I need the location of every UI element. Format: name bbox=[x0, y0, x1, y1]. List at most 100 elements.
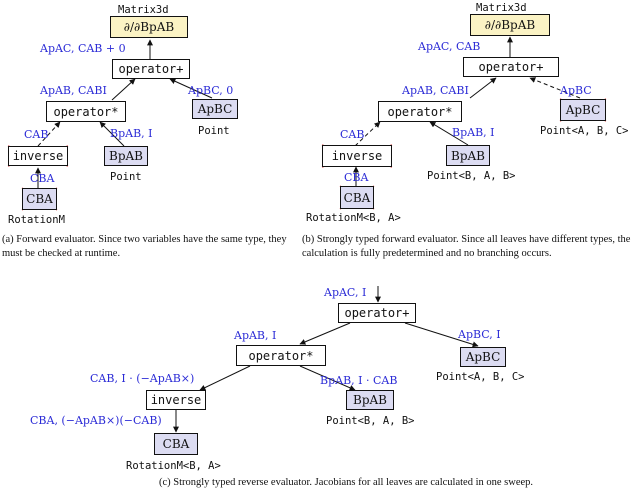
edge-b-pointab-mul bbox=[429, 121, 469, 146]
b-label-point-ab-text: BpAB, I bbox=[452, 126, 495, 139]
b-rotation-label: RotationM<B, A> bbox=[306, 212, 401, 224]
a-label-rot: CBA bbox=[30, 172, 54, 185]
a-point-ab-box: BpAB bbox=[104, 146, 148, 166]
c-label-point-bc-text: ApBC, I bbox=[458, 328, 501, 341]
c-label-inverse-text: CAB, I · (−ApAB×) bbox=[90, 372, 195, 385]
a-point-ab-label: Point bbox=[110, 171, 142, 183]
a-label-rot-text: CBA bbox=[30, 172, 55, 185]
edge-b-point-plus bbox=[529, 77, 581, 99]
b-operator-plus-text: operator+ bbox=[478, 60, 544, 74]
c-label-mul-text: ApAB, I bbox=[234, 329, 277, 342]
c-label-point-ab-text: BpAB, I · CAB bbox=[320, 374, 398, 387]
b-label-top-text: ApAC, CAB bbox=[418, 40, 481, 53]
c-inverse-box-text: inverse bbox=[150, 393, 202, 407]
c-operator-mul-box: operator* bbox=[236, 345, 326, 366]
a-label-point-ab: BpAB, I bbox=[110, 127, 153, 140]
b-caption: (b) Strongly typed forward evaluator. Si… bbox=[302, 234, 631, 259]
a-label-point-ab-text: BpAB, I bbox=[110, 127, 153, 140]
b-point-ab-box-text: BpAB bbox=[451, 148, 485, 163]
a-label-inverse: CAB bbox=[24, 128, 48, 141]
a-point-bc-box: ApBC bbox=[192, 99, 238, 119]
c-inverse-box: inverse bbox=[146, 390, 206, 410]
b-label-rot: CBA bbox=[344, 171, 368, 184]
edge-b-inverse-mul bbox=[354, 121, 381, 147]
b-label-point-ab: BpAB, I bbox=[452, 126, 495, 139]
c-operator-plus-box: operator+ bbox=[338, 303, 416, 323]
a-operator-mul-text: operator* bbox=[53, 104, 119, 119]
a-inverse-box: inverse bbox=[8, 146, 68, 166]
a-top-derivative-text: ∂/∂BpAB bbox=[123, 20, 175, 34]
a-point-bc-label: Point bbox=[198, 125, 230, 137]
b-inverse-box-text: inverse bbox=[331, 149, 383, 163]
c-point-bc-label: Point<A, B, C> bbox=[436, 371, 525, 383]
a-operator-mul-box: operator* bbox=[46, 101, 126, 122]
b-matrix3d-label: Matrix3d bbox=[476, 2, 527, 14]
c-label-rot: CBA, (−ApAB×)(−CAB) bbox=[30, 414, 162, 427]
c-point-ab-box-text: BpAB bbox=[353, 393, 387, 407]
c-point-ab-box: BpAB bbox=[346, 390, 394, 410]
b-label-inverse: CAB bbox=[340, 128, 364, 141]
b-label-mul-text: ApAB, CABI bbox=[402, 84, 469, 97]
edge-c-plus-mul bbox=[299, 322, 351, 345]
b-point-ab-label: Point<B, A, B> bbox=[427, 170, 516, 182]
b-top-derivative-box: ∂/∂BpAB bbox=[470, 14, 550, 36]
c-label-top-text: ApAC, I bbox=[324, 286, 367, 299]
a-matrix3d-label: Matrix3d bbox=[118, 4, 169, 16]
b-point-bc-label: Point<A, B, C> bbox=[540, 125, 629, 137]
c-rotation-box: CBA bbox=[154, 433, 198, 455]
b-label-point-bc: ApBC bbox=[560, 84, 592, 97]
c-rotation-label: RotationM<B, A> bbox=[126, 460, 221, 472]
a-operator-plus-box: operator+ bbox=[112, 59, 190, 79]
a-rotation-box: CBA bbox=[22, 188, 57, 210]
a-point-ab-box-text: BpAB bbox=[109, 149, 143, 163]
b-label-inverse-text: CAB bbox=[340, 128, 365, 141]
c-point-bc-box: ApBC bbox=[460, 347, 506, 367]
c-label-top: ApAC, I bbox=[324, 286, 366, 299]
edge-c-mul-pointab bbox=[299, 365, 356, 391]
b-inverse-box: inverse bbox=[322, 145, 392, 167]
b-top-derivative-text: ∂/∂BpAB bbox=[484, 18, 536, 32]
c-label-point-bc: ApBC, I bbox=[458, 328, 501, 341]
c-label-mul: ApAB, I bbox=[234, 329, 276, 342]
b-operator-mul-text: operator* bbox=[387, 104, 453, 119]
edge-a-mul-plus bbox=[111, 78, 136, 101]
a-operator-plus-text: operator+ bbox=[118, 62, 184, 76]
a-label-mul-text: ApAB, CABI bbox=[40, 84, 107, 97]
b-operator-mul-box: operator* bbox=[378, 101, 462, 122]
b-point-bc-box-text: ApBC bbox=[565, 103, 601, 117]
b-label-point-bc-text: ApBC bbox=[560, 84, 592, 97]
a-label-point-bc-text: ApBC, 0 bbox=[188, 84, 234, 97]
c-label-inverse: CAB, I · (−ApAB×) bbox=[90, 372, 194, 385]
a-inverse-box-text: inverse bbox=[12, 149, 64, 163]
b-rotation-box-text: CBA bbox=[343, 190, 371, 205]
edge-a-pointab-mul bbox=[99, 121, 125, 147]
c-operator-plus-text: operator+ bbox=[344, 306, 410, 320]
b-rotation-box: CBA bbox=[340, 186, 374, 209]
b-point-bc-box: ApBC bbox=[560, 99, 606, 121]
c-point-bc-box-text: ApBC bbox=[465, 350, 501, 364]
a-rotation-box-text: CBA bbox=[26, 192, 53, 206]
a-top-derivative-box: ∂/∂BpAB bbox=[110, 16, 188, 38]
c-operator-mul-text: operator* bbox=[248, 348, 314, 363]
c-caption: (c) Strongly typed reverse evaluator. Ja… bbox=[158, 477, 534, 488]
c-label-point-ab: BpAB, I · CAB bbox=[320, 374, 397, 387]
a-label-point-bc: ApBC, 0 bbox=[188, 84, 233, 97]
b-label-mul: ApAB, CABI bbox=[402, 84, 469, 97]
b-label-top: ApAC, CAB bbox=[418, 40, 480, 53]
b-label-rot-text: CBA bbox=[344, 171, 369, 184]
edge-c-mul-inverse bbox=[199, 365, 251, 391]
edge-c-plus-pointbc bbox=[404, 322, 479, 348]
edge-a-point-plus bbox=[169, 78, 213, 99]
a-point-bc-box-text: ApBC bbox=[197, 102, 233, 116]
a-rotation-label: RotationM bbox=[8, 214, 65, 226]
a-label-mul: ApAB, CABI bbox=[40, 84, 107, 97]
c-point-ab-label: Point<B, A, B> bbox=[326, 415, 415, 427]
c-rotation-box-text: CBA bbox=[162, 437, 190, 451]
a-label-top-text: ApAC, CAB + 0 bbox=[40, 42, 126, 55]
c-label-rot-text: CBA, (−ApAB×)(−CAB) bbox=[30, 414, 162, 427]
a-label-inverse-text: CAB bbox=[24, 128, 49, 141]
b-point-ab-box: BpAB bbox=[446, 145, 490, 166]
edge-b-mul-plus bbox=[469, 77, 497, 99]
a-label-top: ApAC, CAB + 0 bbox=[40, 42, 126, 55]
